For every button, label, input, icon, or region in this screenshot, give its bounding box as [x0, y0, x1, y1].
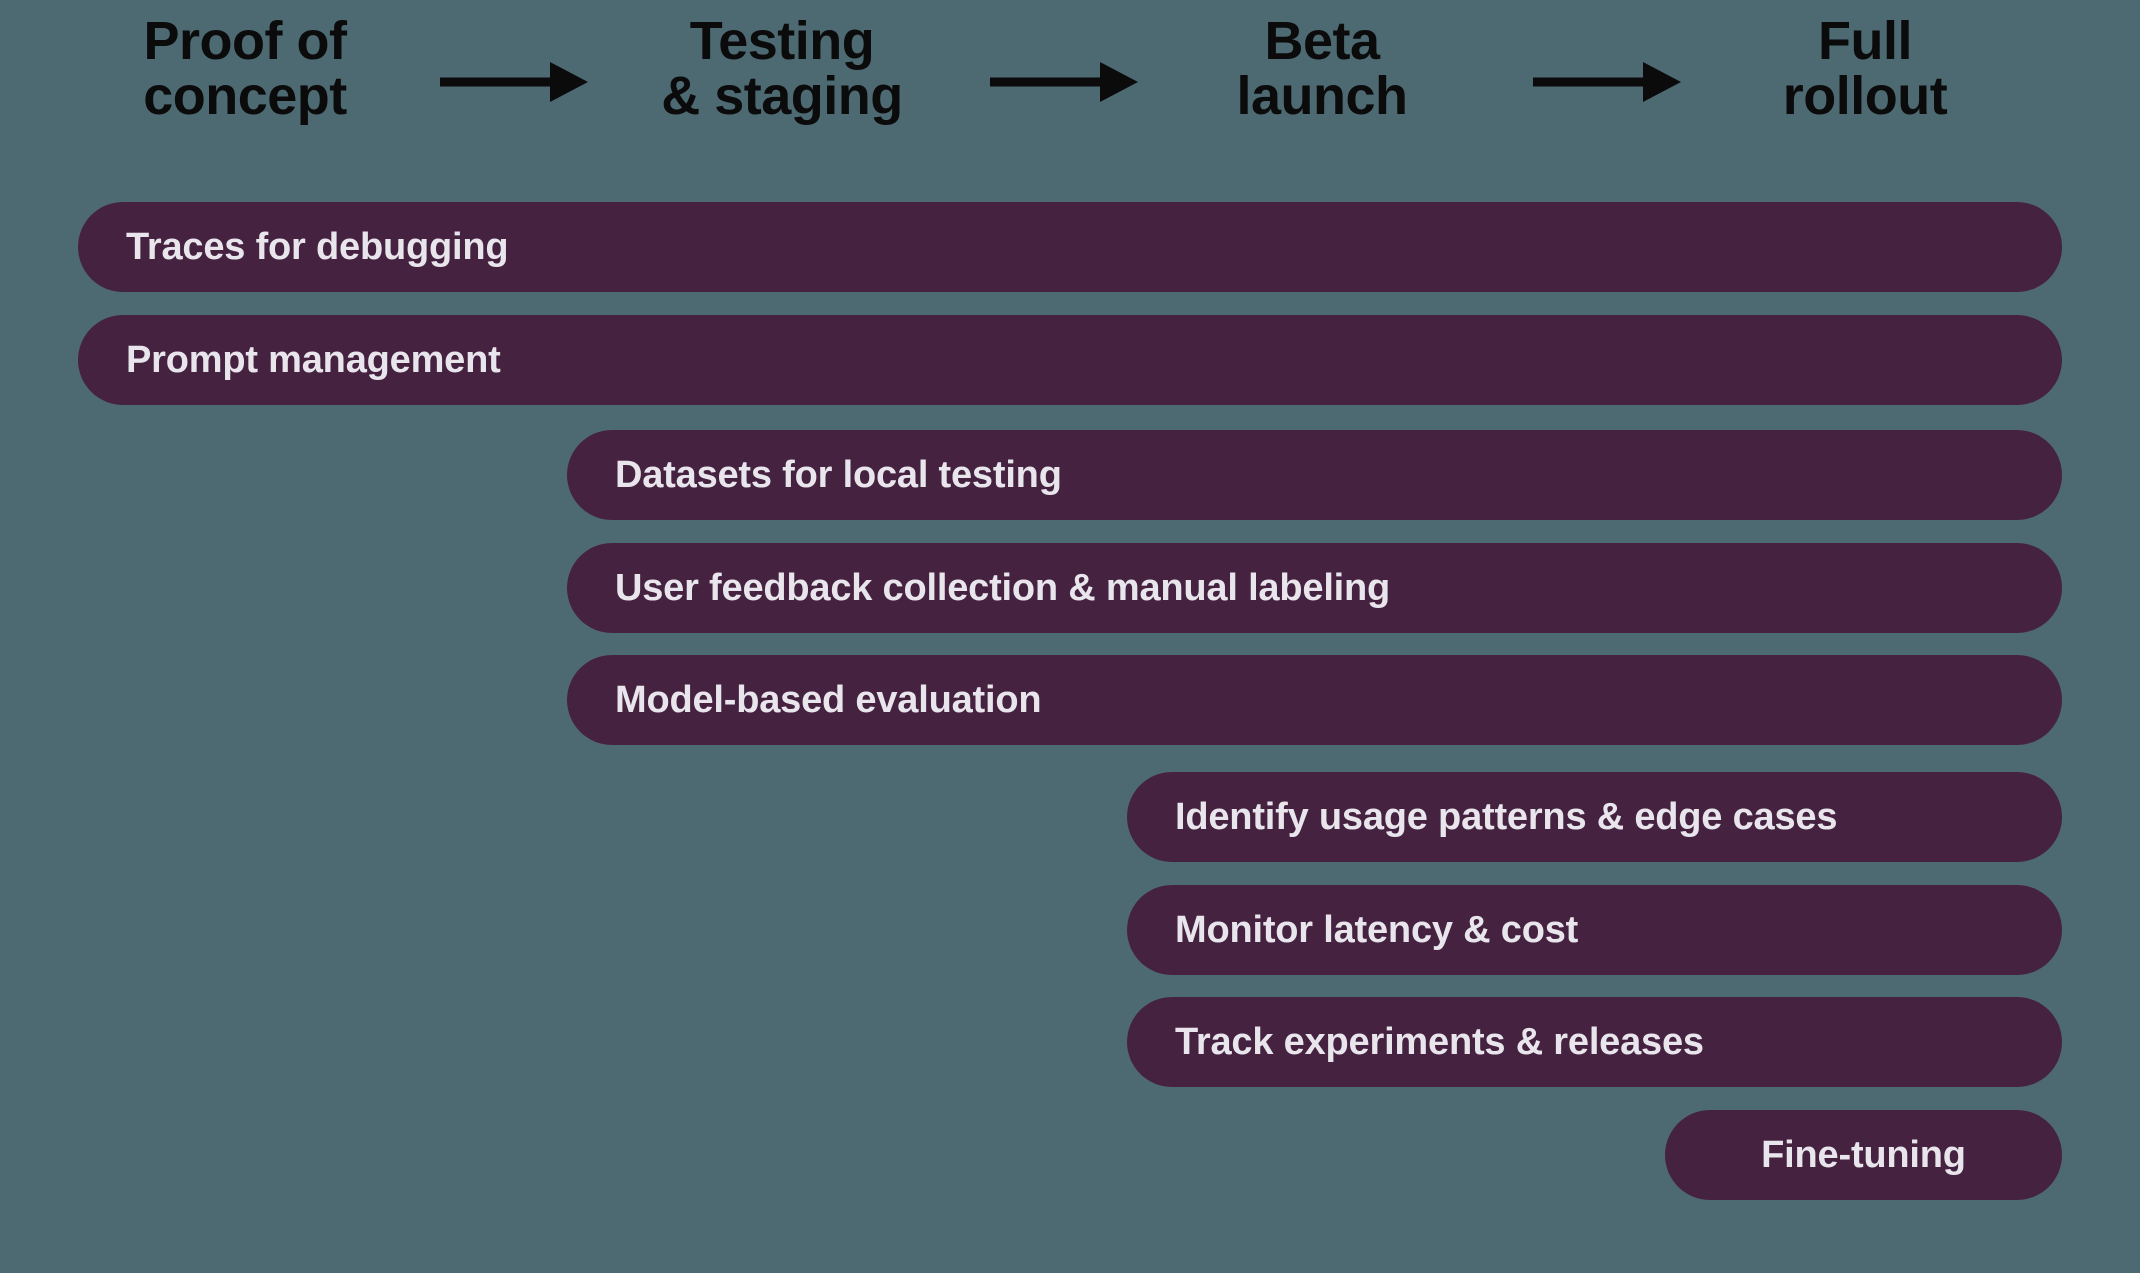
- capability-bar: Monitor latency & cost: [1127, 885, 2062, 975]
- capability-bar: Fine-tuning: [1665, 1110, 2062, 1200]
- capability-bar: Model-based evaluation: [567, 655, 2062, 745]
- capability-bar-label: Model-based evaluation: [615, 679, 1042, 721]
- capability-bar: User feedback collection & manual labeli…: [567, 543, 2062, 633]
- capability-bar-label: User feedback collection & manual labeli…: [615, 567, 1391, 609]
- capability-bar-label: Traces for debugging: [126, 226, 509, 268]
- capability-bar: Prompt management: [78, 315, 2062, 405]
- capability-bar-label: Track experiments & releases: [1175, 1021, 1704, 1063]
- capability-bar: Datasets for local testing: [567, 430, 2062, 520]
- stage-label-4: Full rollout: [1782, 11, 1948, 127]
- capability-bar: Traces for debugging: [78, 202, 2062, 292]
- capability-bar-label: Fine-tuning: [1761, 1134, 1966, 1176]
- stage-label-1: Proof of concept: [143, 11, 347, 127]
- arrow-beta-to-rollout-icon: [1533, 60, 1681, 104]
- capability-bar: Track experiments & releases: [1127, 997, 2062, 1087]
- capability-bar-label: Datasets for local testing: [615, 454, 1062, 496]
- stage-label-2: Testing & staging: [661, 11, 903, 127]
- arrow-poc-to-testing-icon: [440, 60, 588, 104]
- capability-bar-label: Monitor latency & cost: [1175, 909, 1579, 951]
- capability-bar-label: Prompt management: [126, 339, 501, 381]
- capability-bar-label: Identify usage patterns & edge cases: [1175, 796, 1838, 838]
- arrow-testing-to-beta-icon: [990, 60, 1138, 104]
- stage-label-3: Beta launch: [1236, 11, 1408, 127]
- capability-bar: Identify usage patterns & edge cases: [1127, 772, 2062, 862]
